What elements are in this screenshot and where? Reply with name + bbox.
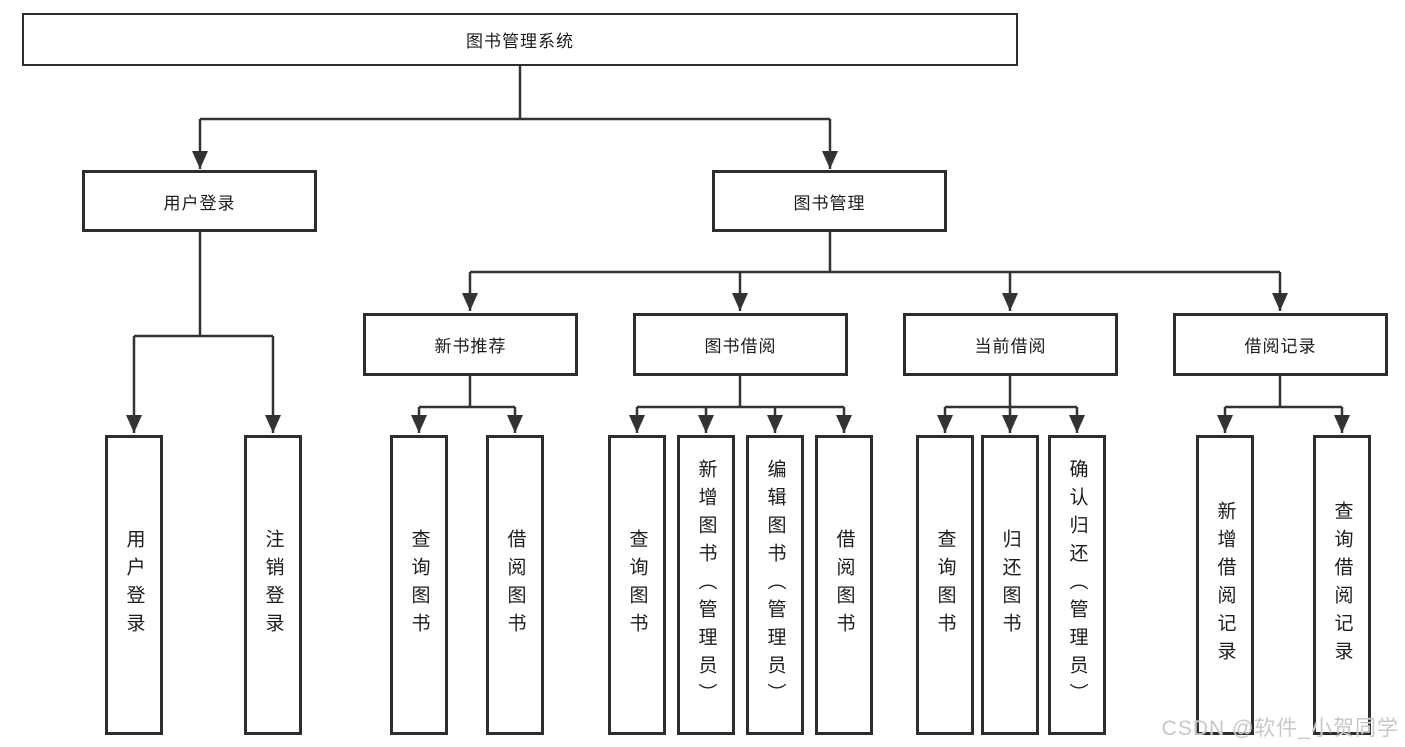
node-new-book-recommendation: 新书推荐: [363, 313, 578, 376]
node-label: 借阅记录: [1244, 337, 1317, 356]
node-label: 图书借阅: [704, 337, 777, 356]
leaf-label: 用户登录: [123, 529, 145, 641]
leaf-query-books-current: 查询图书: [916, 435, 974, 735]
leaf-query-books-borrowing: 查询图书: [608, 435, 666, 735]
leaf-label: 新增图书（管理员）: [695, 459, 717, 711]
leaf-label: 归还图书: [999, 529, 1021, 641]
node-current-borrowing: 当前借阅: [903, 313, 1118, 376]
node-label: 图书管理系统: [466, 32, 574, 51]
leaf-label: 查询图书: [626, 529, 648, 641]
node-label: 用户登录: [163, 193, 236, 213]
node-book-management: 图书管理: [712, 170, 947, 232]
connector-trunks: [134, 66, 1342, 409]
leaf-label: 借阅图书: [833, 529, 855, 641]
node-label: 当前借阅: [974, 337, 1047, 356]
leaf-label: 查询借阅记录: [1331, 501, 1353, 669]
leaf-label: 借阅图书: [504, 529, 526, 641]
leaf-label: 注销登录: [262, 529, 284, 641]
leaf-label: 编辑图书（管理员）: [764, 459, 786, 711]
leaf-return-books: 归还图书: [981, 435, 1039, 735]
csdn-watermark: CSDN @软件_小贺同学: [1161, 717, 1399, 740]
leaf-add-borrow-record: 新增借阅记录: [1196, 435, 1254, 735]
leaf-borrow-books-recommend: 借阅图书: [486, 435, 544, 735]
leaf-logout-login: 注销登录: [244, 435, 302, 735]
leaf-label: 新增借阅记录: [1214, 501, 1236, 669]
leaf-query-books-recommend: 查询图书: [390, 435, 448, 735]
leaf-label: 查询图书: [408, 529, 430, 641]
node-label: 图书管理: [793, 193, 866, 213]
leaf-add-books-admin: 新增图书（管理员）: [677, 435, 735, 735]
node-label: 新书推荐: [434, 337, 507, 356]
leaf-label: 查询图书: [934, 529, 956, 641]
leaf-borrow-books-borrowing: 借阅图书: [815, 435, 873, 735]
leaf-confirm-return-admin: 确认归还（管理员）: [1048, 435, 1106, 735]
connector-arrows: [126, 119, 1350, 433]
node-book-borrowing: 图书借阅: [633, 313, 848, 376]
node-borrowing-records: 借阅记录: [1173, 313, 1388, 376]
node-user-login: 用户登录: [82, 170, 317, 232]
leaf-query-borrow-record: 查询借阅记录: [1313, 435, 1371, 735]
leaf-edit-books-admin: 编辑图书（管理员）: [746, 435, 804, 735]
node-library-management-system: 图书管理系统: [22, 13, 1018, 66]
leaf-user-login: 用户登录: [105, 435, 163, 735]
leaf-label: 确认归还（管理员）: [1066, 459, 1088, 711]
